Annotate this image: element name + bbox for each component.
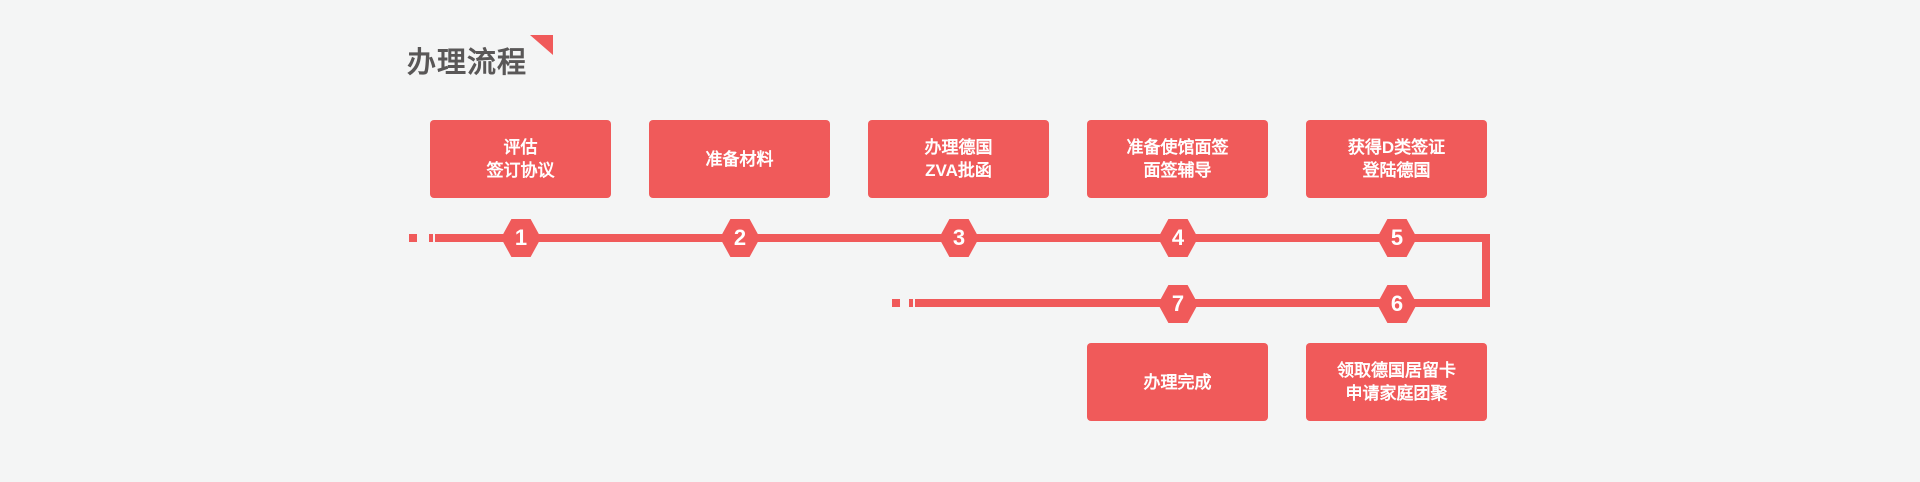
corner-triangle-icon (530, 35, 553, 55)
timeline-row1-start-dash (435, 234, 439, 242)
step-6-marker: 6 (1377, 285, 1417, 323)
step-5-number: 5 (1390, 225, 1404, 250)
step-7-number: 7 (1171, 291, 1185, 316)
timeline-row2-line (918, 299, 1490, 307)
timeline-row2-start-dash (892, 299, 900, 307)
step-2-number: 2 (733, 225, 747, 250)
step-7-marker: 7 (1158, 285, 1198, 323)
timeline-row2-start-dash (915, 299, 919, 307)
step-1-number: 1 (514, 225, 528, 250)
timeline-row2-start-dash (909, 299, 913, 307)
step-5-box: 获得D类签证 登陆德国 (1306, 120, 1487, 198)
step-6-number: 6 (1390, 291, 1404, 316)
step-2-marker: 2 (720, 219, 760, 257)
timeline-row1-start-dash (409, 234, 417, 242)
timeline-turn-line (1482, 234, 1490, 307)
step-4-marker: 4 (1158, 219, 1198, 257)
step-2-box: 准备材料 (649, 120, 830, 198)
step-5-marker: 5 (1377, 219, 1417, 257)
step-7-box: 办理完成 (1087, 343, 1268, 421)
page-title: 办理流程 (407, 47, 528, 79)
step-3-box: 办理德国 ZVA批函 (868, 120, 1049, 198)
step-3-number: 3 (952, 225, 966, 250)
step-4-number: 4 (1171, 225, 1185, 250)
step-1-box: 评估 签订协议 (430, 120, 611, 198)
step-4-box: 准备使馆面签 面签辅导 (1087, 120, 1268, 198)
step-6-box: 领取德国居留卡 申请家庭团聚 (1306, 343, 1487, 421)
timeline-row1-start-dash (429, 234, 433, 242)
step-1-marker: 1 (501, 219, 541, 257)
step-3-marker: 3 (939, 219, 979, 257)
